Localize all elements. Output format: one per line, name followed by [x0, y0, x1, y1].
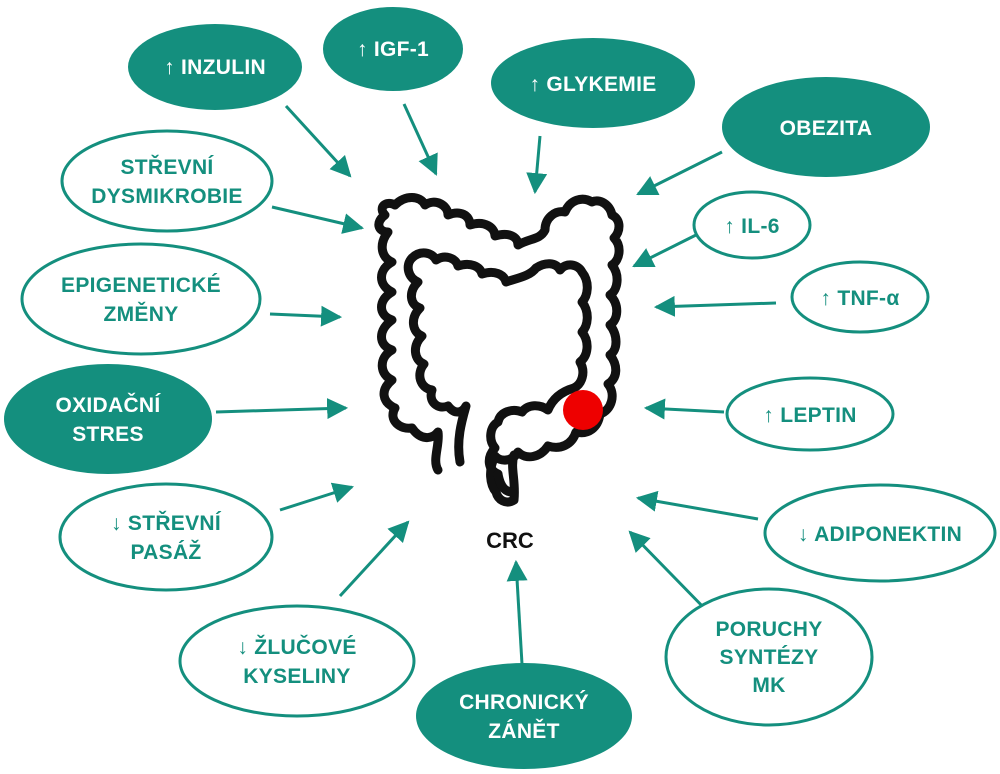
- factor-adiponektin-line-1: ↓ ADIPONEKTIN: [798, 523, 962, 546]
- factor-chronicky-zanet: CHRONICKÝ ZÁNĚT: [416, 663, 632, 769]
- factor-zlucove-kyseliny: ↓ ŽLUČOVÉ KYSELINY: [180, 606, 414, 716]
- factor-tnf: ↑ TNF-α: [792, 262, 928, 332]
- arrow-inzulin: [286, 106, 350, 176]
- factor-leptin-line-1: ↑ LEPTIN: [763, 404, 856, 427]
- crc-label: CRC: [486, 528, 534, 553]
- factor-igf1-line-1: ↑ IGF-1: [357, 38, 429, 61]
- factor-obezita-line-1: OBEZITA: [780, 117, 873, 140]
- factor-epigeneticke-zmeny: EPIGENETICKÉ ZMĚNY: [22, 244, 260, 354]
- arrow-oxidacni: [216, 408, 346, 412]
- arrow-chronicky: [516, 562, 522, 664]
- factor-oxidacni-stres: OXIDAČNÍ STRES: [4, 364, 212, 474]
- factor-oxidacni-stres-line-1: OXIDAČNÍ: [55, 393, 161, 417]
- arrow-glykemie: [535, 136, 540, 192]
- factor-strevni-dysmikrobie-line-2: DYSMIKROBIE: [91, 185, 242, 208]
- factor-glykemie: ↑ GLYKEMIE: [491, 38, 695, 128]
- factor-il6: ↑ IL-6: [694, 192, 810, 258]
- factor-strevni-dysmikrobie: STŘEVNÍ DYSMIKROBIE: [62, 131, 272, 231]
- factor-adiponektin: ↓ ADIPONEKTIN: [765, 485, 995, 581]
- factor-poruchy-syntezy-mk: PORUCHY SYNTÉZY MK: [666, 589, 872, 725]
- factor-epigeneticke-zmeny-line-2: ZMĚNY: [104, 302, 179, 326]
- factor-zlucove-kyseliny-line-2: KYSELINY: [243, 665, 350, 688]
- factor-il6-line-1: ↑ IL-6: [724, 215, 779, 238]
- factor-poruchy-syntezy-mk-line-2: SYNTÉZY: [720, 646, 819, 669]
- factor-tnf-line-1: ↑ TNF-α: [820, 287, 899, 310]
- factor-chronicky-zanet-line-1: CHRONICKÝ: [459, 690, 589, 714]
- factor-zlucove-kyseliny-line-1: ↓ ŽLUČOVÉ: [237, 635, 356, 659]
- arrow-igf1: [404, 104, 436, 174]
- arrow-il6: [634, 234, 698, 266]
- arrow-obezita: [638, 152, 722, 194]
- arrow-adiponektin: [638, 498, 758, 519]
- factor-strevni-dysmikrobie-line-1: STŘEVNÍ: [120, 155, 214, 179]
- factor-oxidacni-stres-line-2: STRES: [72, 423, 144, 446]
- arrow-dysmikrobie: [272, 207, 362, 228]
- factor-chronicky-zanet-line-2: ZÁNĚT: [488, 719, 560, 743]
- arrow-strevni-pasaz: [280, 487, 352, 510]
- factor-glykemie-line-1: ↑ GLYKEMIE: [529, 73, 656, 96]
- factor-obezita: OBEZITA: [722, 77, 930, 177]
- factor-poruchy-syntezy-mk-line-1: PORUCHY: [715, 618, 822, 641]
- factor-epigeneticke-zmeny-line-1: EPIGENETICKÉ: [61, 274, 221, 297]
- factor-strevni-pasaz-line-2: PASÁŽ: [130, 540, 201, 564]
- tumor-marker: [563, 390, 603, 430]
- factor-inzulin: ↑ INZULIN: [128, 24, 302, 110]
- arrow-leptin: [646, 408, 724, 412]
- colon-icon: [379, 198, 619, 503]
- factor-poruchy-syntezy-mk-line-3: MK: [752, 674, 785, 697]
- arrow-epigeneticke: [270, 314, 340, 317]
- arrow-tnf: [656, 303, 776, 307]
- arrows: [216, 104, 776, 664]
- factor-igf1: ↑ IGF-1: [323, 7, 463, 91]
- factor-strevni-pasaz: ↓ STŘEVNÍ PASÁŽ: [60, 484, 272, 590]
- factor-inzulin-line-1: ↑ INZULIN: [164, 56, 266, 79]
- arrow-zlucove: [340, 522, 408, 596]
- arrow-poruchy: [630, 532, 710, 614]
- factor-strevni-pasaz-line-1: ↓ STŘEVNÍ: [111, 511, 222, 535]
- factor-leptin: ↑ LEPTIN: [727, 378, 893, 450]
